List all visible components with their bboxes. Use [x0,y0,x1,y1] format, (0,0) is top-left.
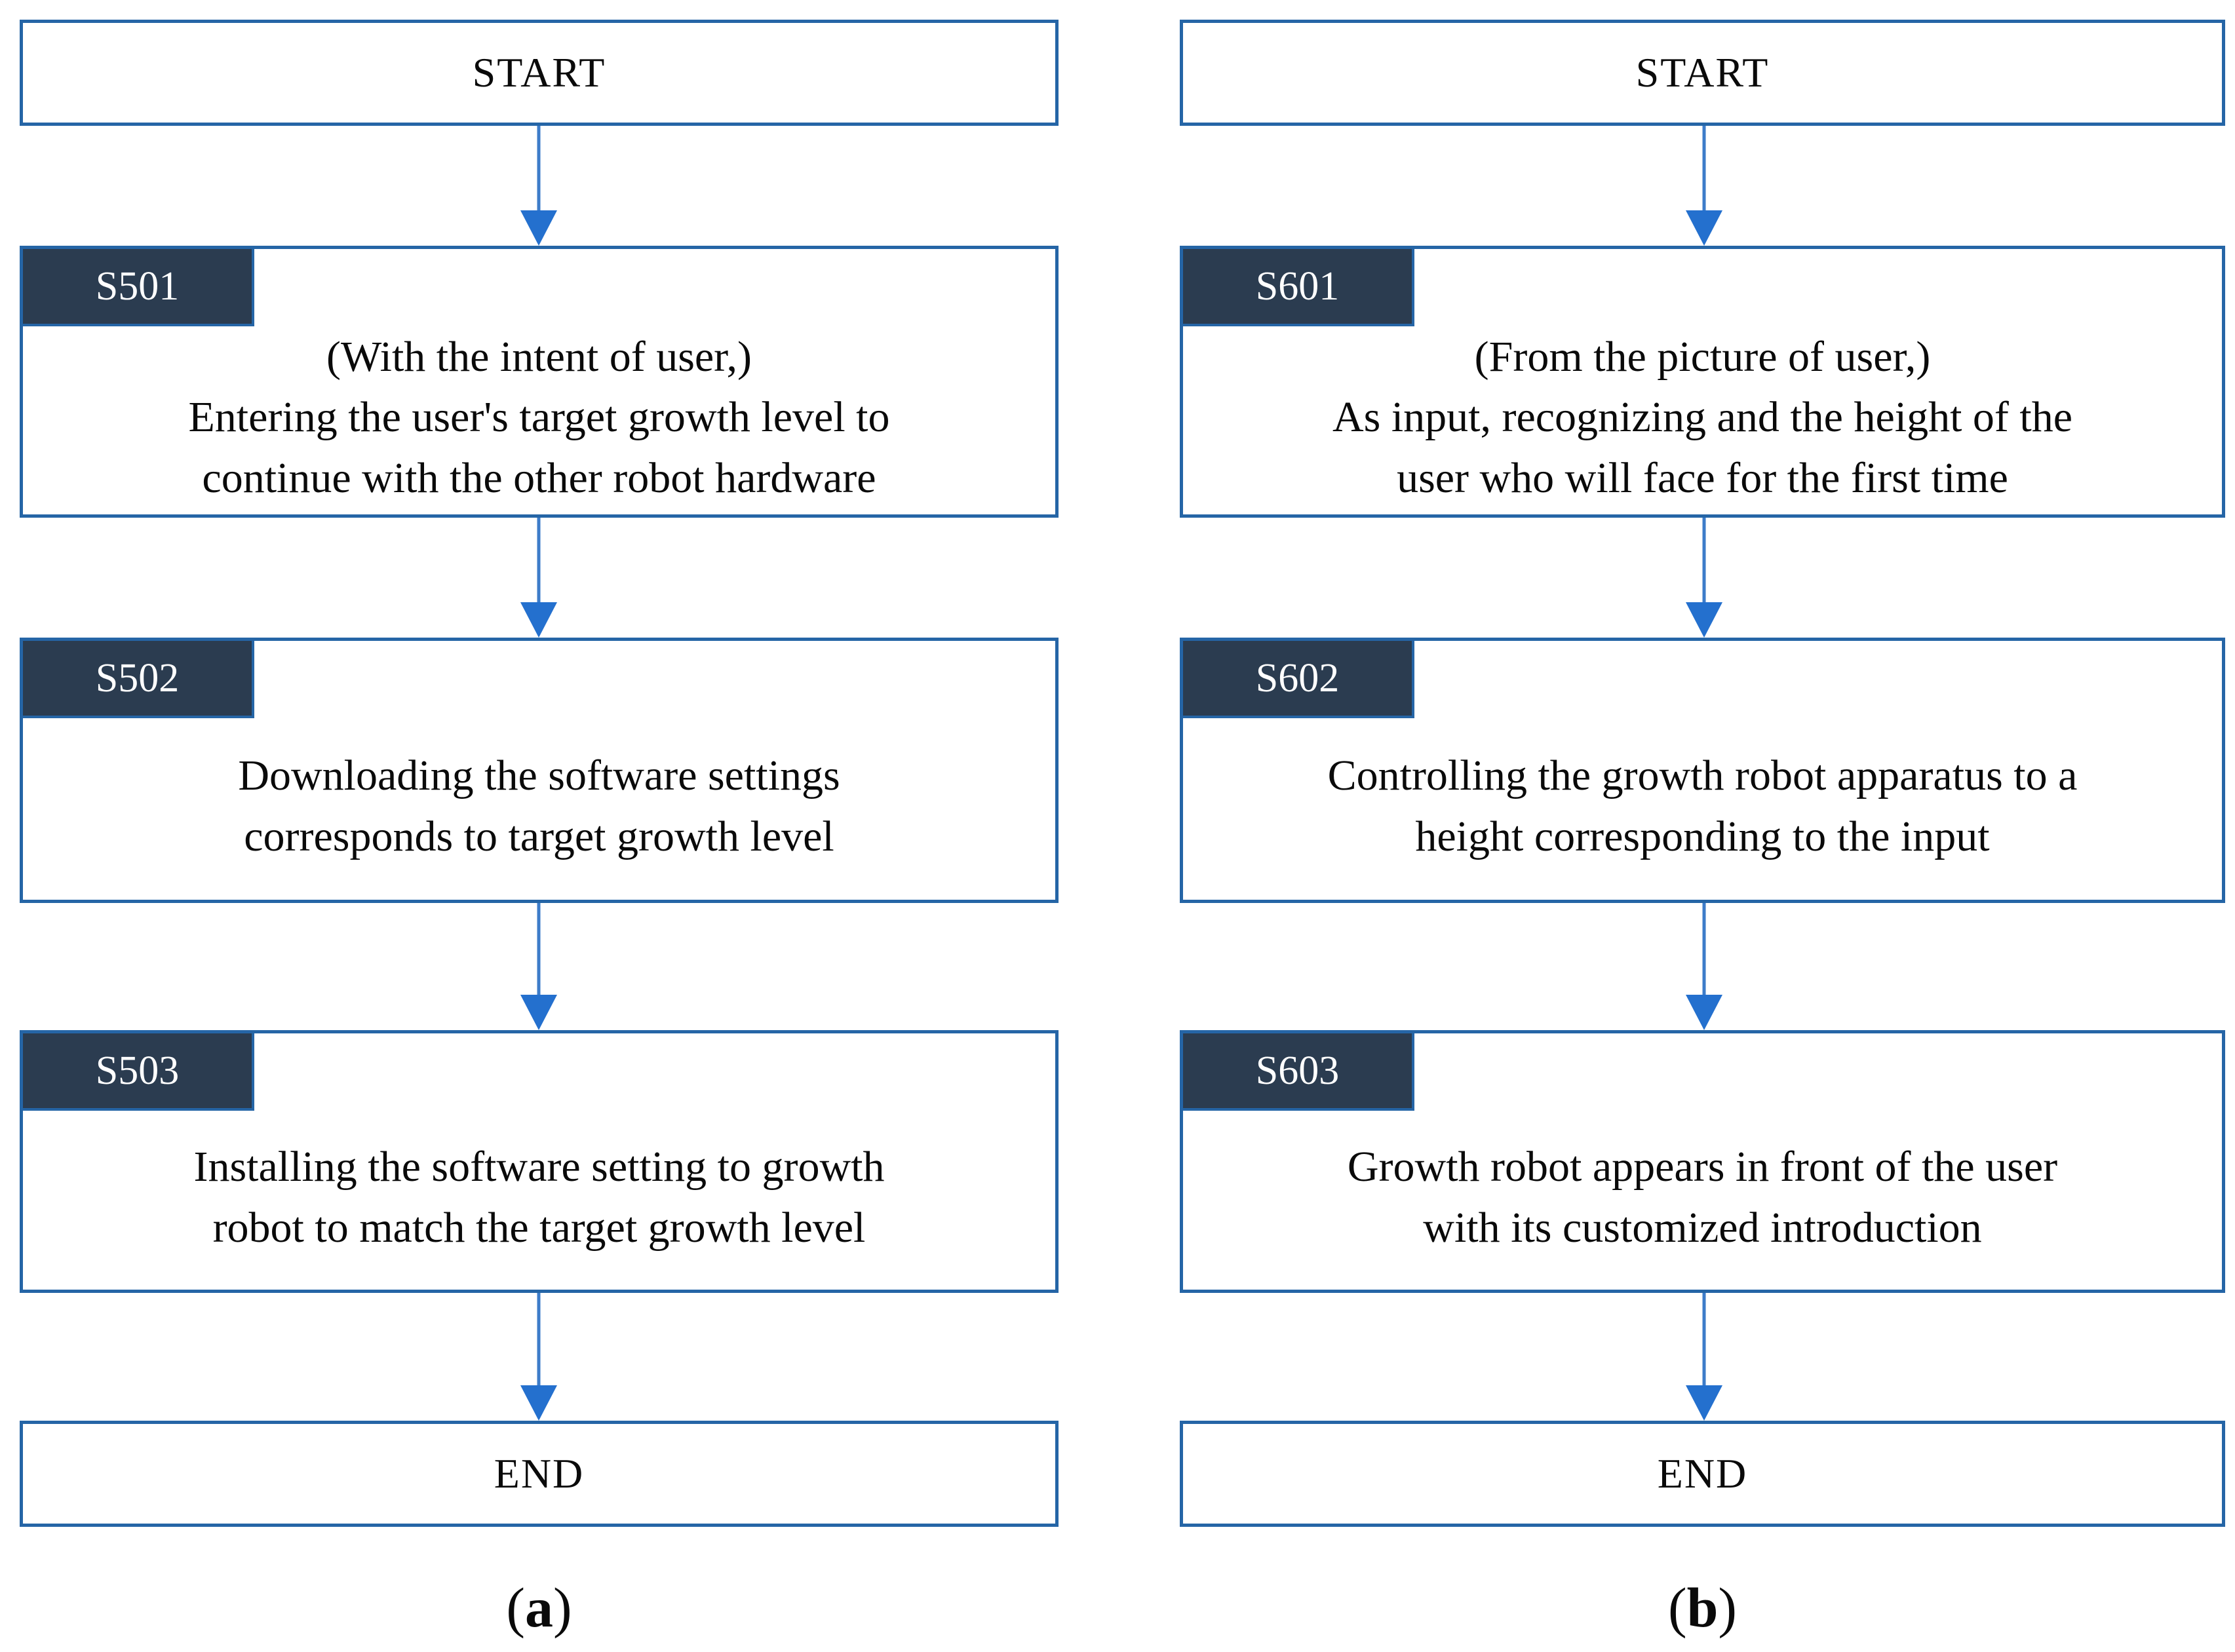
arrow-shaft [1702,1293,1706,1389]
step-text: Downloading the software settings corres… [238,752,840,860]
flow-arrow-down [519,1293,558,1421]
arrow-shaft [1702,903,1706,999]
step-text: (With the intent of user,) Entering the … [188,332,890,502]
arrow-head-icon [1686,1385,1722,1421]
arrow-head-icon [520,995,557,1030]
caption-b: (b) [1180,1563,2225,1652]
step-text: Growth robot appears in front of the use… [1347,1143,2058,1252]
arrow-head-icon [520,602,557,638]
end-label: END [494,1450,585,1497]
step-text: Controlling the growth robot apparatus t… [1327,752,2078,860]
step-box-s602: S602 Controlling the growth robot appara… [1180,638,2225,903]
end-box-a: END [20,1421,1059,1527]
caption-close-paren: ) [1718,1576,1738,1639]
step-tag-badge: S502 [23,641,254,718]
arrow-shaft [537,903,541,999]
arrow-shaft [537,1293,541,1389]
start-box-b: START [1180,20,2225,126]
caption-open-paren: ( [506,1576,525,1639]
step-box-s601: S601 (From the picture of user,) As inpu… [1180,246,2225,518]
arrow-shaft [1702,518,1706,606]
step-text: Installing the software setting to growt… [193,1143,885,1252]
step-tag-badge: S602 [1183,641,1414,718]
step-box-s503: S503 Installing the software setting to … [20,1030,1059,1293]
arrow-head-icon [1686,602,1722,638]
arrow-head-icon [1686,995,1722,1030]
caption-a: (a) [20,1563,1059,1652]
caption-close-paren: ) [553,1576,572,1639]
step-tag-badge: S603 [1183,1033,1414,1111]
start-box-a: START [20,20,1059,126]
flow-arrow-down [519,126,558,246]
end-box-b: END [1180,1421,2225,1527]
step-box-s501: S501 (With the intent of user,) Entering… [20,246,1059,518]
arrow-head-icon [520,1385,557,1421]
start-label: START [1635,49,1770,96]
arrow-head-icon [1686,210,1722,246]
arrow-shaft [1702,126,1706,214]
arrow-shaft [537,518,541,606]
flow-arrow-down [1684,126,1724,246]
flow-arrow-down [519,903,558,1030]
flow-arrow-down [1684,1293,1724,1421]
flow-arrow-down [1684,518,1724,638]
flow-arrow-down [1684,903,1724,1030]
step-tag-badge: S501 [23,249,254,326]
start-label: START [472,49,606,96]
flow-arrow-down [519,518,558,638]
step-box-s603: S603 Growth robot appears in front of th… [1180,1030,2225,1293]
caption-letter: b [1686,1576,1719,1639]
arrow-shaft [537,126,541,214]
caption-open-paren: ( [1667,1576,1687,1639]
step-text: (From the picture of user,) As input, re… [1332,332,2073,502]
caption-letter: a [525,1576,553,1639]
step-tag-badge: S503 [23,1033,254,1111]
end-label: END [1657,1450,1748,1497]
step-tag-badge: S601 [1183,249,1414,326]
step-box-s502: S502 Downloading the software settings c… [20,638,1059,903]
arrow-head-icon [520,210,557,246]
